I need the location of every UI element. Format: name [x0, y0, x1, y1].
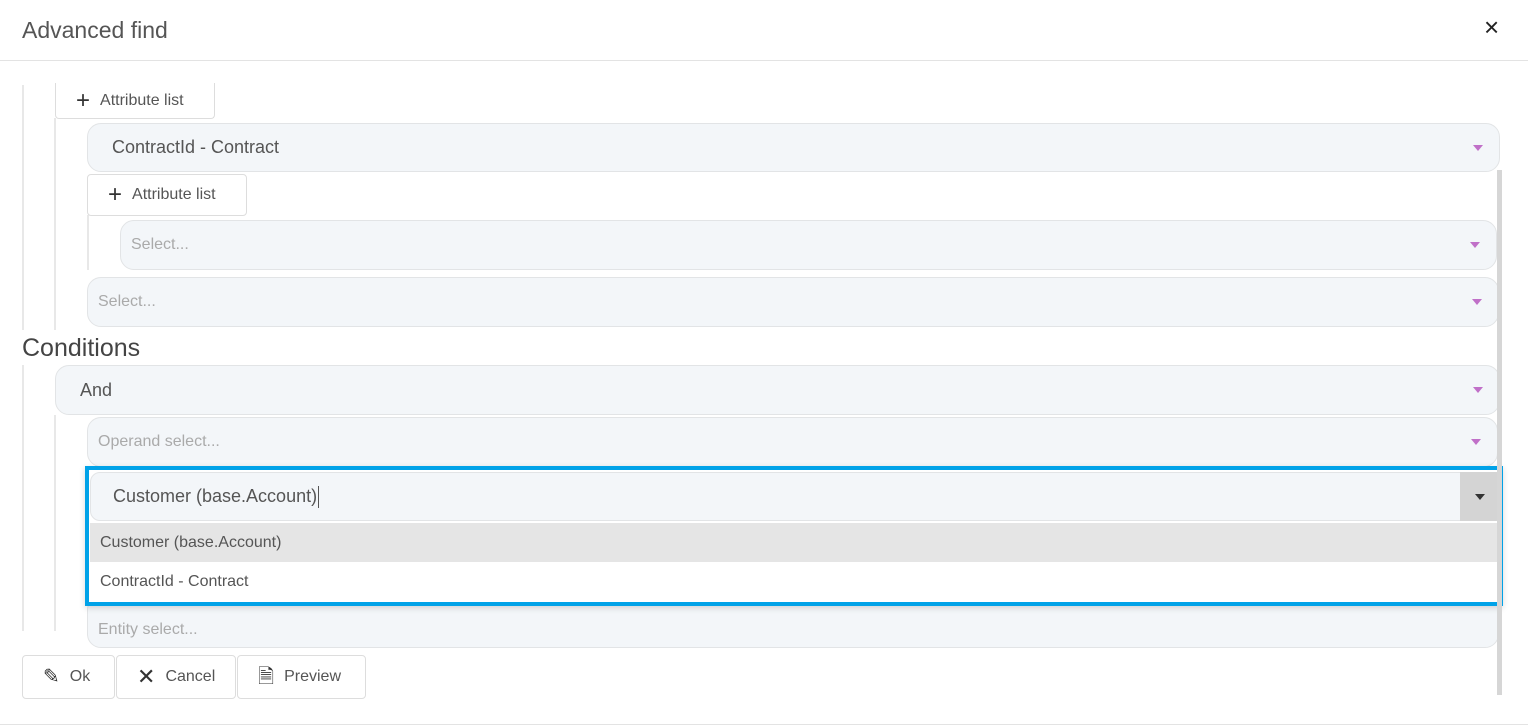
close-x-icon: ✕ — [137, 664, 156, 689]
operand-select[interactable]: Operand select... — [87, 417, 1498, 467]
dropdown-option[interactable]: Customer (base.Account) — [90, 523, 1498, 562]
dropdown-arrow-icon — [1471, 439, 1481, 445]
conditions-heading: Conditions — [22, 334, 141, 362]
entity-combobox-highlight: Customer (base.Account) Customer (base.A… — [85, 466, 1503, 606]
ok-button[interactable]: ✎Ok — [22, 655, 115, 699]
pencil-icon: ✎ — [43, 666, 60, 688]
scrollbar[interactable] — [1497, 170, 1502, 695]
tree-line — [54, 415, 56, 631]
dropdown-arrow-icon — [1472, 299, 1482, 305]
tree-line — [54, 118, 56, 330]
dialog-title: Advanced find — [22, 17, 168, 43]
linked-entity-select[interactable]: ContractId - Contract — [87, 123, 1500, 172]
nested-attribute-select[interactable]: Select... — [120, 220, 1497, 270]
cancel-button[interactable]: ✕Cancel — [116, 655, 236, 699]
group-operator-select[interactable]: And — [55, 365, 1500, 415]
header-divider — [0, 60, 1528, 61]
dropdown-arrow-icon — [1470, 242, 1480, 248]
entity-input[interactable]: Customer (base.Account) — [90, 472, 1500, 521]
document-icon: 🗎 — [258, 666, 275, 688]
tree-line — [22, 85, 24, 330]
attribute-select[interactable]: Select... — [87, 277, 1499, 327]
plus-icon: + — [76, 86, 91, 114]
dropdown-option[interactable]: ContractId - Contract — [90, 562, 1498, 601]
attribute-list-button[interactable]: +Attribute list — [55, 83, 215, 119]
nested-attribute-list-button[interactable]: +Attribute list — [87, 174, 247, 216]
tree-line — [87, 215, 89, 270]
preview-button[interactable]: 🗎Preview — [237, 655, 366, 699]
footer-divider — [0, 724, 1528, 725]
dropdown-toggle-button[interactable] — [1460, 472, 1500, 521]
text-caret — [318, 485, 320, 508]
close-icon[interactable]: × — [1484, 12, 1500, 42]
dropdown-arrow-icon — [1473, 144, 1483, 151]
dropdown-arrow-icon — [1473, 387, 1483, 393]
plus-icon: + — [108, 181, 123, 208]
tree-line — [22, 365, 24, 631]
